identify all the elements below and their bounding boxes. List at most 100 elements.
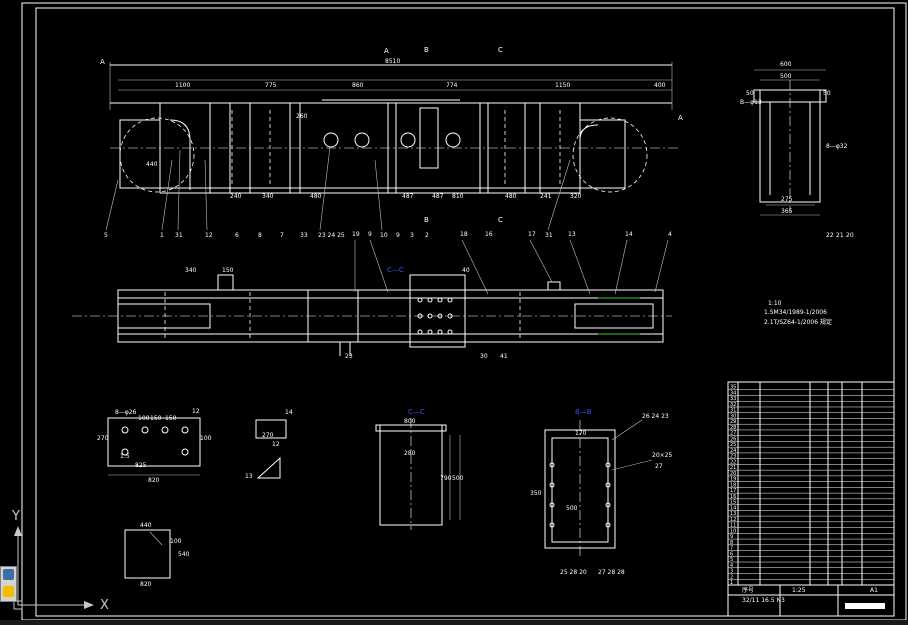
elev-small-dim-11: 320 [570,193,582,200]
snap-icon[interactable] [3,569,14,580]
seg-dim-2: 775 [265,82,277,89]
elev-small-dim-1: 260 [296,113,308,120]
svg-text:350: 350 [530,490,542,497]
svg-text:19: 19 [352,231,360,238]
svg-text:9: 9 [368,231,372,238]
svg-text:270: 270 [97,435,109,442]
main-elevation-view: 8510 1100 775 860 774 1150 400 [100,46,683,239]
side-dim-500: 500 [780,73,792,80]
parts-list-row-number: 32 [730,402,736,408]
seg-dim-1: 1100 [175,82,190,89]
elevation-part-labels: 5 1 31 12 6 8 7 33 23 24 25 10 9 2 3 31 [104,232,553,239]
plan-dim-1: 340 [185,267,197,274]
side-dim-holes-b: 8—φ32 [826,143,848,150]
svg-text:1:5: 1:5 [120,453,130,460]
parts-list-row-number: 29 [730,419,736,425]
svg-text:23 24 25: 23 24 25 [318,232,345,239]
svg-text:800: 800 [404,418,416,425]
parts-list-row-number: 6 [730,551,733,557]
svg-text:280: 280 [404,450,416,457]
parts-list-row-number: 15 [730,500,736,506]
svg-text:C—C: C—C [408,408,425,416]
plan-dim-6: 41 [500,353,508,360]
svg-text:B—B: B—B [575,408,592,416]
notes: 1:10 1.SM34/1989-1/2006 2.1T/SZ64-1/2006… [764,300,832,326]
detail-1: 8—φ26 150 150 100 270 100 825 820 1:5 12 [97,408,212,484]
ucs-x-label: X [100,598,109,613]
section-mark-b-bottom: B [424,216,429,224]
seg-dim-3: 860 [352,82,364,89]
svg-text:100: 100 [138,415,150,422]
drawing-scale: 1:25 [792,587,806,594]
svg-text:33: 33 [300,232,308,239]
elev-small-dim-4: 340 [262,193,274,200]
ucs-y-label: Y [11,509,20,524]
elev-small-dim-7: 487 [432,193,444,200]
svg-text:5: 5 [104,232,108,239]
parts-list-row-number: 25 [730,442,736,448]
floating-toolbar[interactable] [0,566,17,602]
svg-text:150: 150 [150,415,162,422]
svg-text:8: 8 [258,232,262,239]
plan-view: C—C 340 [72,231,672,360]
elev-small-dim-2: 440 [146,161,158,168]
svg-text:500: 500 [566,505,578,512]
parts-list-header: 序号 [742,586,754,594]
svg-text:10: 10 [380,232,388,239]
parts-list-row-number: 27 [730,431,736,437]
parts-list-row-number: 26 [730,436,736,442]
parts-list-row-number: 17 [730,488,736,494]
svg-text:2: 2 [425,232,429,239]
sheet-size: A1 [870,587,878,594]
svg-text:27 28 28: 27 28 28 [598,569,625,576]
svg-text:12: 12 [272,441,280,448]
elev-small-dim-9: 480 [505,193,517,200]
title-block: 序号 32/11 16.5 N3 1:25 A1 353433323130292… [727,381,895,617]
elev-small-dim-8: 810 [452,193,464,200]
svg-text:820: 820 [140,581,152,588]
svg-text:12: 12 [205,232,213,239]
layer-icon[interactable] [3,586,14,597]
horizontal-scrollbar[interactable] [0,620,908,625]
svg-text:820: 820 [148,477,160,484]
seg-dim-5: 1150 [555,82,570,89]
side-dim-50a: 50 [746,90,754,97]
section-mark-c-top: C [498,46,503,54]
side-part-20: 20 [846,232,854,239]
svg-text:17: 17 [528,231,536,238]
plan-part-labels: 19 9 18 16 17 13 14 4 [352,231,672,238]
plan-dim-5: 23 [345,353,353,360]
side-dim-50b: 50 [823,90,831,97]
side-dim-holes-a: B—φ13 [740,99,762,106]
parts-list-row-number: 1 [730,580,733,586]
svg-text:270: 270 [262,432,274,439]
svg-text:440: 440 [140,522,152,529]
svg-text:27: 27 [655,463,663,470]
parts-list-row-number: 22 [730,459,736,465]
parts-list-row-number: 4 [730,563,733,569]
svg-text:13: 13 [568,231,576,238]
parts-list-row-number: 21 [730,465,736,471]
plan-title: C—C [387,266,404,274]
section-mark-a-left: A [100,58,105,66]
svg-text:100: 100 [200,435,212,442]
parts-list-row-number: 33 [730,396,736,402]
parts-list-row-number: 31 [730,408,736,414]
parts-list-row-number: 28 [730,425,736,431]
svg-text:14: 14 [285,409,293,416]
svg-text:25 28 20: 25 28 20 [560,569,587,576]
parts-list-row-number: 12 [730,517,736,523]
parts-list-row-number: 13 [730,511,736,517]
parts-list-row-number: 20 [730,471,736,477]
sheet-frame-inner [35,7,895,617]
parts-list-row-number: 19 [730,477,736,483]
section-bb: B—B 26 24 23 20×25 27 25 28 20 27 28 28 … [530,408,672,576]
svg-text:825: 825 [135,462,147,469]
seg-dim-4: 774 [446,82,458,89]
svg-text:1:10: 1:10 [768,300,782,307]
svg-text:150: 150 [165,415,177,422]
section-mark-b-top: B [424,46,429,54]
svg-text:20×25: 20×25 [652,452,672,459]
parts-list-row-number: 8 [730,540,733,546]
